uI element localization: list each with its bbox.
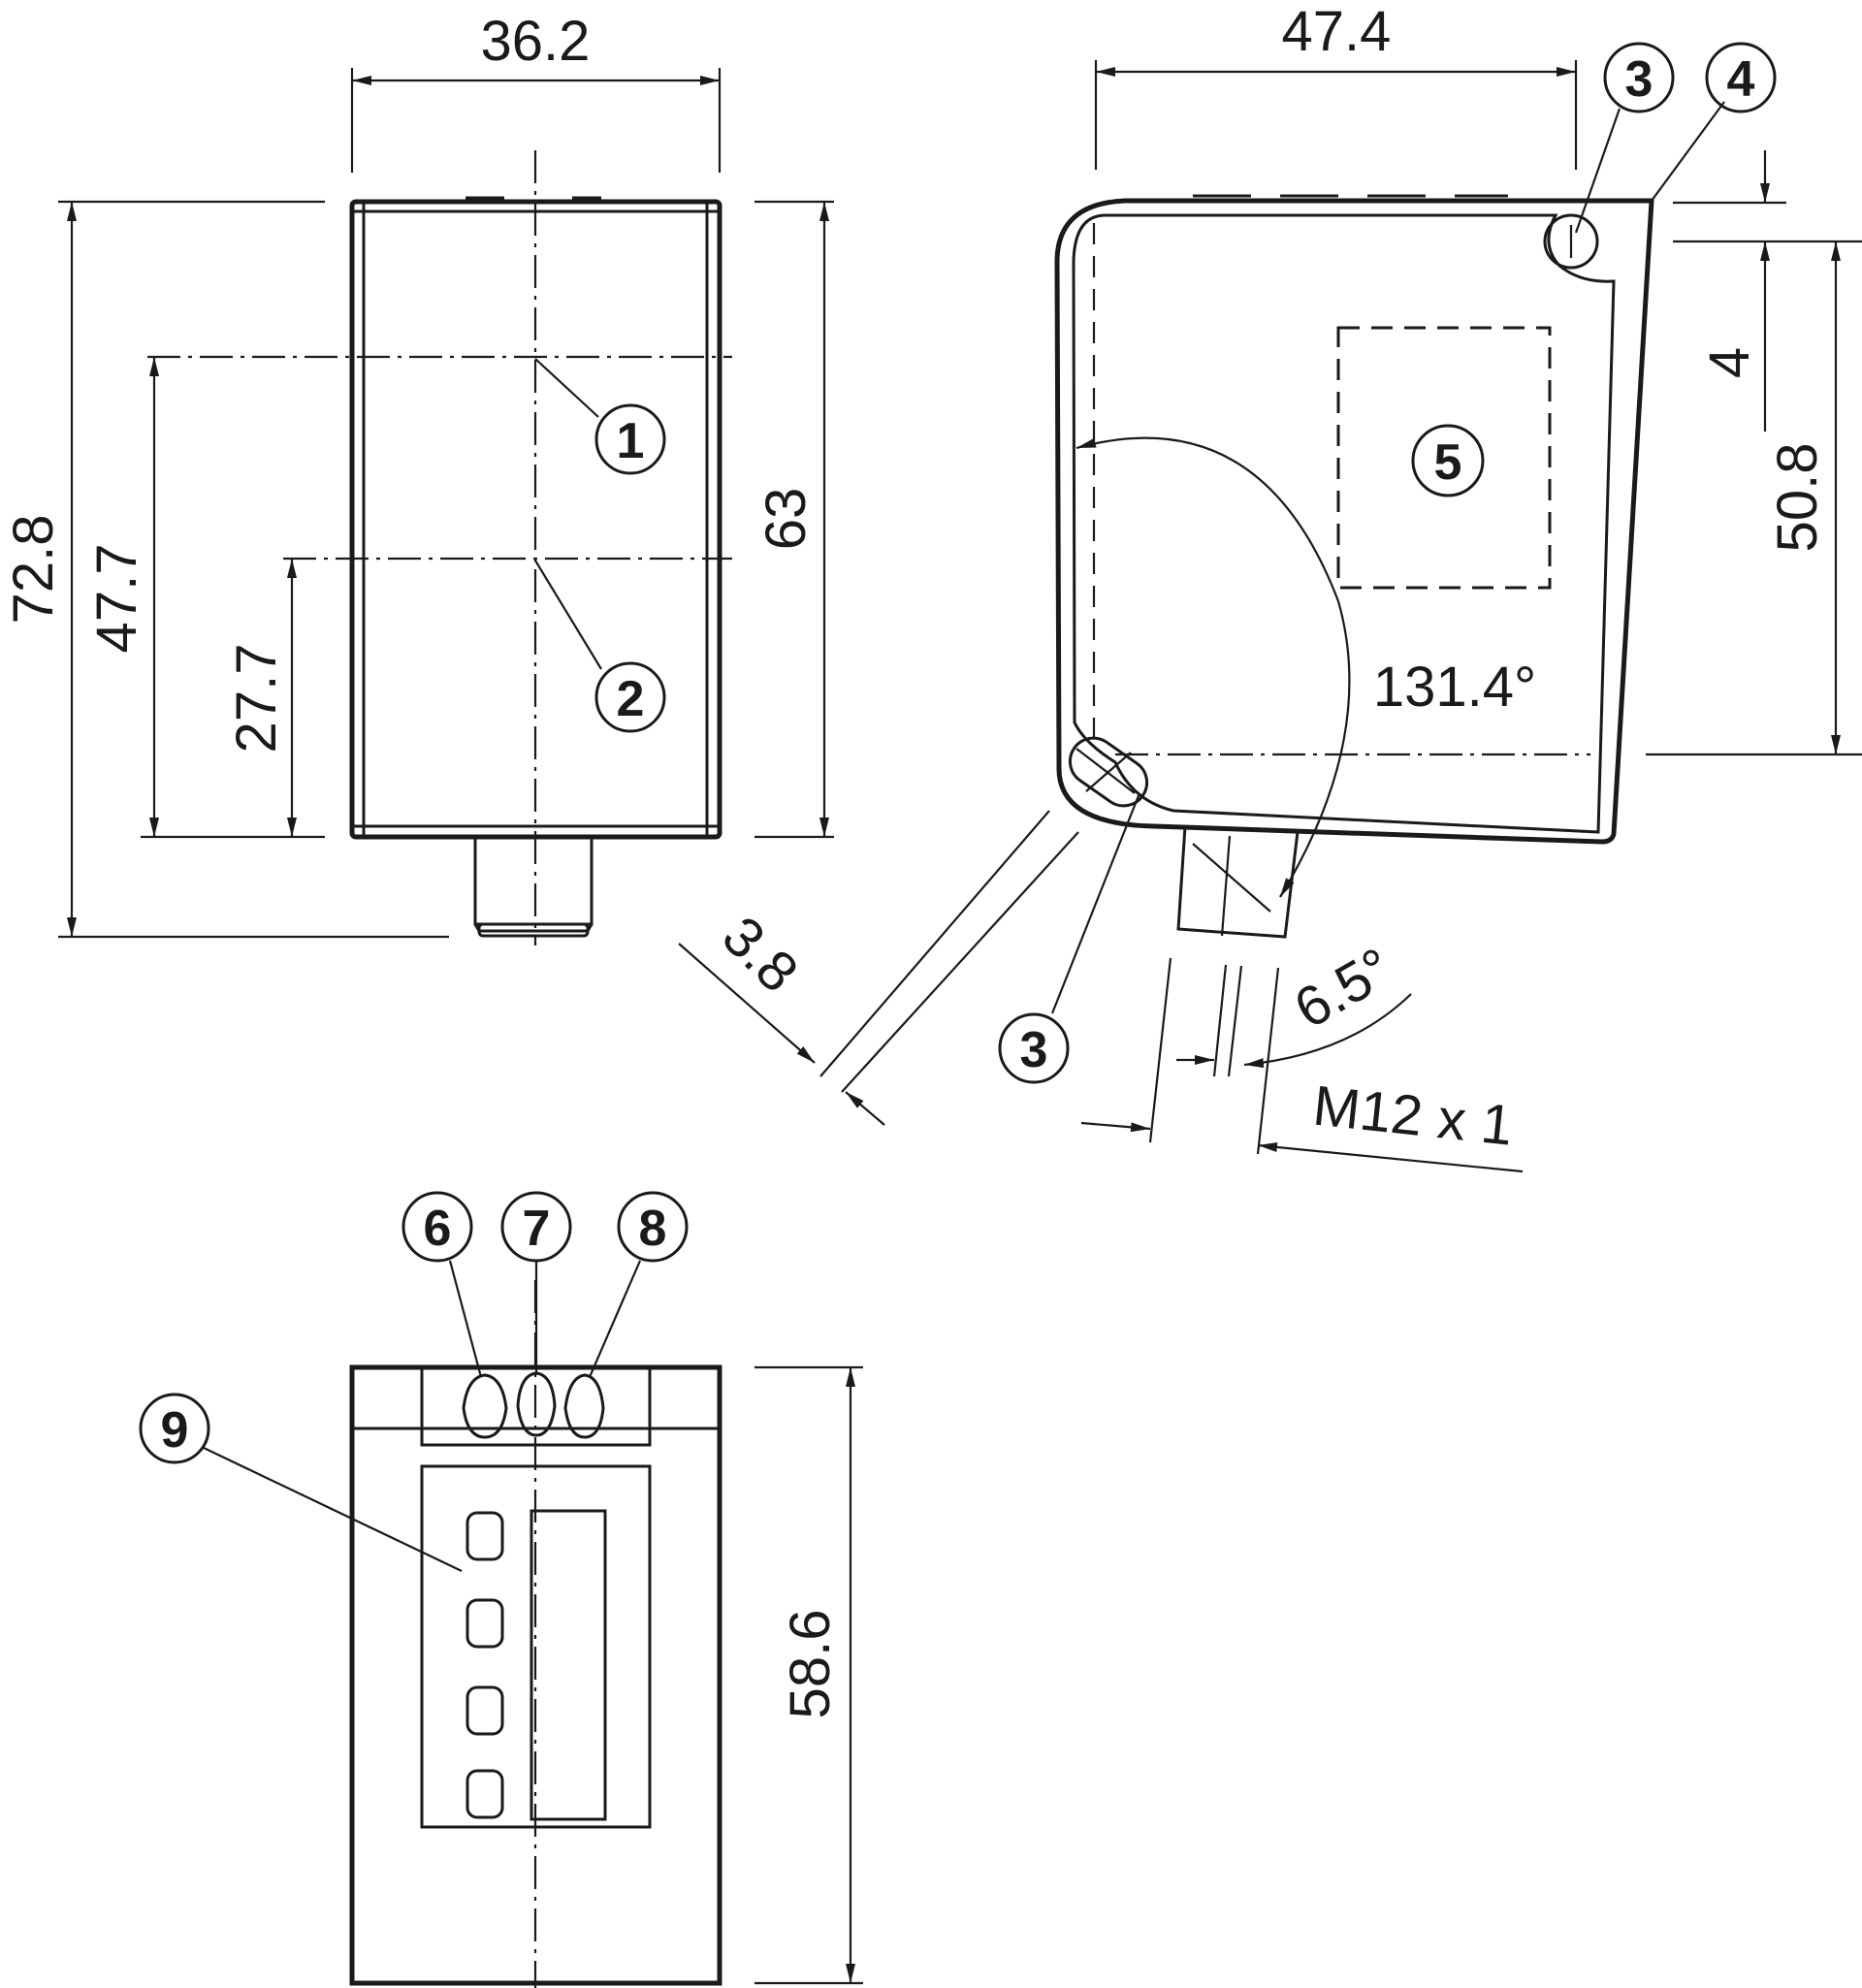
side-connector xyxy=(1176,825,1300,939)
bottom-view: 58.6 6 7 8 9 xyxy=(139,1191,863,1988)
svg-text:3: 3 xyxy=(1625,51,1653,108)
dim-thread: M12 x 1 xyxy=(1310,1074,1516,1158)
svg-text:4: 4 xyxy=(1727,51,1755,108)
callout-2: 2 xyxy=(534,560,666,733)
callout-3-bottom: 3 xyxy=(998,792,1141,1084)
dim-hole-offset: 4 xyxy=(1698,347,1761,378)
svg-text:6: 6 xyxy=(424,1201,452,1257)
callout-9: 9 xyxy=(139,1393,463,1572)
side-housing-outer xyxy=(1054,198,1654,845)
dim-connector-angle: 6.5° xyxy=(1284,936,1402,1041)
mount-hole-top xyxy=(1543,213,1599,270)
svg-text:8: 8 xyxy=(639,1201,667,1257)
front-view: 36.2 72.8 47.7 27.7 63 1 2 xyxy=(2,10,834,946)
svg-text:7: 7 xyxy=(523,1201,551,1257)
dim-slot-width: 3.8 xyxy=(710,905,810,1005)
side-view: 131.4° 47.4 4 50.8 3.8 3 3 xyxy=(678,0,1862,1173)
callout-1: 1 xyxy=(534,358,666,475)
front-connector xyxy=(473,835,594,938)
dim-front-width: 36.2 xyxy=(481,10,591,73)
callout-6: 6 xyxy=(401,1191,483,1378)
svg-text:9: 9 xyxy=(161,1402,189,1459)
svg-text:2: 2 xyxy=(617,671,645,727)
dim-axis1-height: 47.7 xyxy=(85,544,148,654)
callout-3-top: 3 xyxy=(1574,42,1675,234)
svg-text:1: 1 xyxy=(617,413,645,469)
button-3[interactable] xyxy=(466,1685,504,1736)
indicator-led-3 xyxy=(563,1373,605,1439)
display-window xyxy=(530,1509,607,1821)
dim-bottom-height: 58.6 xyxy=(779,1610,842,1719)
svg-text:3: 3 xyxy=(1020,1022,1048,1078)
dim-body-height: 63 xyxy=(754,488,818,551)
receiver-area xyxy=(1336,326,1552,590)
callout-7: 7 xyxy=(500,1191,572,1375)
dim-side-width: 47.4 xyxy=(1282,0,1392,63)
dim-hole-spacing: 50.8 xyxy=(1766,443,1829,553)
button-1[interactable] xyxy=(466,1511,504,1561)
button-4[interactable] xyxy=(466,1769,504,1819)
dim-axis2-height: 27.7 xyxy=(225,644,288,754)
callout-5: 5 xyxy=(1411,424,1485,497)
dim-total-height: 72.8 xyxy=(2,515,65,625)
indicator-led-2 xyxy=(516,1371,557,1437)
svg-text:5: 5 xyxy=(1434,434,1462,491)
callout-4: 4 xyxy=(1651,42,1777,202)
callout-8: 8 xyxy=(588,1191,689,1378)
button-2[interactable] xyxy=(466,1598,504,1649)
dim-angle: 131.4° xyxy=(1373,656,1536,719)
indicator-led-1 xyxy=(462,1373,508,1439)
